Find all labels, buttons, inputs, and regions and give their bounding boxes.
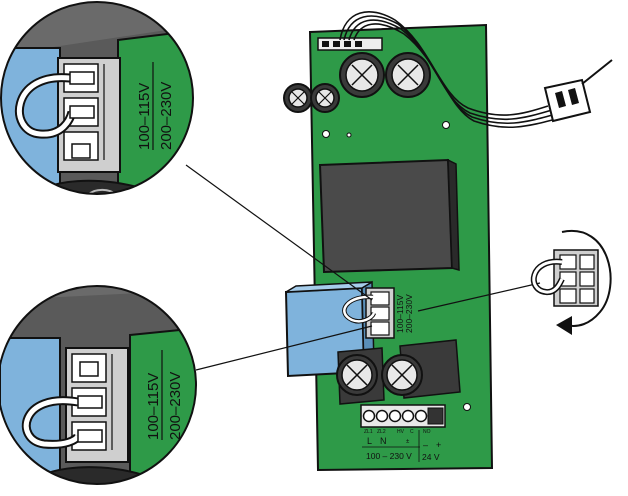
capacitor-top-right: [385, 52, 431, 98]
board-jumper-terminal: [342, 287, 395, 339]
zoom-top: 200–230V 100–115V: [0, 1, 194, 195]
terminal-tag-1: ZL1: [364, 429, 373, 435]
dc-polarity-mark: ±: [406, 439, 410, 445]
terminal-label-n: N: [380, 436, 387, 446]
jumper-icon: [530, 249, 599, 307]
transformer: [318, 158, 460, 274]
bottom-zoom-label-high: 200–230V: [167, 372, 184, 440]
leader-lines: [185, 164, 541, 371]
zoom-bottom: 200–230V 100–115V: [0, 285, 197, 485]
top-zoom-label-high: 200–230V: [158, 82, 175, 150]
capacitor-bottom-left: [336, 347, 385, 405]
board-label-low: 100–115V: [395, 295, 405, 333]
dc-minus-label: –: [423, 440, 428, 450]
cable-wires: [339, 11, 561, 129]
board-top-connector: [317, 37, 383, 51]
capacitor-top-left: [339, 52, 385, 98]
terminal-label-l: L: [367, 436, 372, 446]
mains-voltage-label: 100 – 230 V: [366, 451, 412, 461]
terminal-tag-2: ZL2: [377, 429, 386, 435]
bottom-zoom-label-low: 100–115V: [145, 373, 162, 440]
board-label-high: 200–230V: [404, 294, 414, 333]
top-zoom-label-low: 100–115V: [136, 83, 153, 150]
terminal-tag-5: NO: [423, 429, 431, 435]
capacitor-small-2: [310, 83, 340, 113]
terminal-tag-4: C: [410, 429, 414, 435]
terminal-labels: ZL1 ZL2 HV C NO L N – + 100 – 230 V 24 V…: [362, 428, 446, 462]
dc-voltage-label: 24 V: [422, 452, 440, 462]
capacitor-bottom-right: [381, 339, 461, 399]
dc-plus-label: +: [436, 440, 441, 450]
board-voltage-labels: 200–230V 100–115V: [395, 294, 414, 333]
capacitor-small-1: [283, 83, 313, 113]
rotate-arrow-icon: [556, 229, 612, 335]
cable-plug: [543, 59, 613, 123]
terminal-tag-3: HV: [397, 429, 405, 435]
terminal-block: [360, 404, 446, 428]
